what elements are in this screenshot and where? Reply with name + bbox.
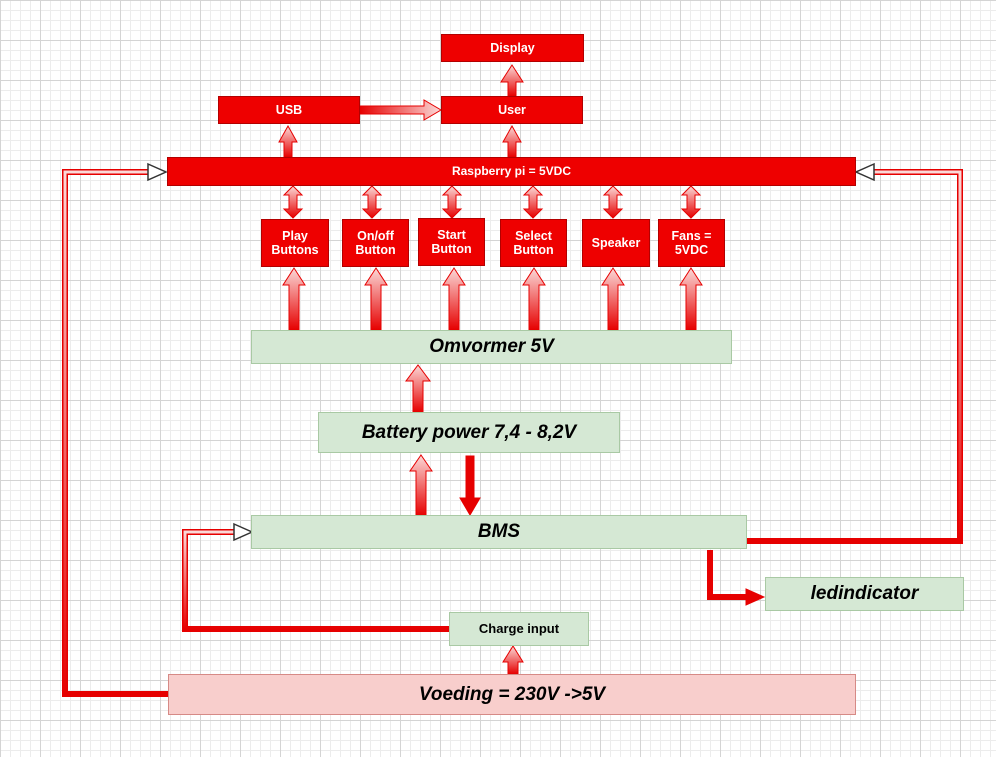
wire-voeding-to-raspberry-inner xyxy=(63,170,168,696)
arrow-omvormer-to-play xyxy=(282,267,306,331)
battery-block: Battery power 7,4 - 8,2V xyxy=(318,412,620,453)
double-arrow-speaker xyxy=(602,185,624,219)
arrow-omvormer-to-select xyxy=(522,267,546,331)
display-block: Display xyxy=(441,34,584,62)
wire-bms-to-raspberry-inner xyxy=(747,170,962,543)
raspberry-label: Raspberry pi = 5VDC xyxy=(451,163,572,178)
wire-charge-to-bms-inner xyxy=(183,530,449,631)
wire-voeding-to-raspberry xyxy=(62,169,168,697)
start-button-label: Start Button xyxy=(431,227,472,256)
select-button-block: Select Button xyxy=(500,219,567,267)
double-arrow-start xyxy=(441,185,463,219)
wire-bms-to-ledindicator xyxy=(707,550,748,600)
charge-input-block: Charge input xyxy=(449,612,589,646)
arrow-user-to-display xyxy=(500,64,524,97)
bms-block: BMS xyxy=(251,515,747,549)
user-block: User xyxy=(441,96,583,124)
arrow-omvormer-to-speaker xyxy=(601,267,625,331)
arrowhead-raspberry-right xyxy=(854,162,875,182)
charge-input-label: Charge input xyxy=(478,620,560,636)
omvormer-label: Omvormer 5V xyxy=(429,336,554,358)
play-buttons-label: Play Buttons xyxy=(271,228,319,257)
usb-block: USB xyxy=(218,96,360,124)
arrowhead-raspberry-left xyxy=(147,162,168,182)
omvormer-block: Omvormer 5V xyxy=(251,330,732,364)
arrow-omvormer-to-fans xyxy=(679,267,703,331)
double-arrow-onoff xyxy=(361,185,383,219)
arrowhead-bms-left xyxy=(233,522,254,542)
raspberry-block: Raspberry pi = 5VDC xyxy=(167,157,856,186)
usb-label: USB xyxy=(275,102,303,117)
start-button-block: Start Button xyxy=(418,218,485,266)
arrow-omvormer-to-start xyxy=(442,267,466,331)
user-label: User xyxy=(498,102,526,117)
speaker-block: Speaker xyxy=(582,219,650,267)
arrow-bms-to-battery xyxy=(409,454,433,517)
display-label: Display xyxy=(490,40,535,55)
wire-bms-to-raspberry xyxy=(747,169,963,544)
fans-label: Fans = 5VDC xyxy=(671,228,712,257)
arrow-omvormer-to-onoff xyxy=(364,267,388,331)
arrow-battery-to-bms xyxy=(459,455,481,516)
double-arrow-select xyxy=(522,185,544,219)
voeding-block: Voeding = 230V ->5V xyxy=(168,674,856,715)
speaker-label: Speaker xyxy=(591,235,641,250)
arrow-raspberry-to-usb xyxy=(278,124,298,158)
arrowhead-ledindicator xyxy=(745,588,766,606)
onoff-button-block: On/off Button xyxy=(342,219,409,267)
voeding-label: Voeding = 230V ->5V xyxy=(418,683,606,705)
select-button-label: Select Button xyxy=(513,228,554,257)
arrow-raspberry-to-user xyxy=(502,124,522,158)
arrow-battery-to-omvormer xyxy=(405,364,431,413)
double-arrow-play xyxy=(282,185,304,219)
ledindicator-block: ledindicator xyxy=(765,577,964,611)
bms-label: BMS xyxy=(477,521,521,543)
double-arrow-fans xyxy=(680,185,702,219)
arrow-voeding-to-charge xyxy=(502,645,524,675)
arrow-usb-to-user xyxy=(359,99,442,121)
battery-label: Battery power 7,4 - 8,2V xyxy=(361,421,577,443)
ledindicator-label: ledindicator xyxy=(810,583,919,605)
play-buttons-block: Play Buttons xyxy=(261,219,329,267)
onoff-button-label: On/off Button xyxy=(355,228,396,257)
fans-block: Fans = 5VDC xyxy=(658,219,725,267)
